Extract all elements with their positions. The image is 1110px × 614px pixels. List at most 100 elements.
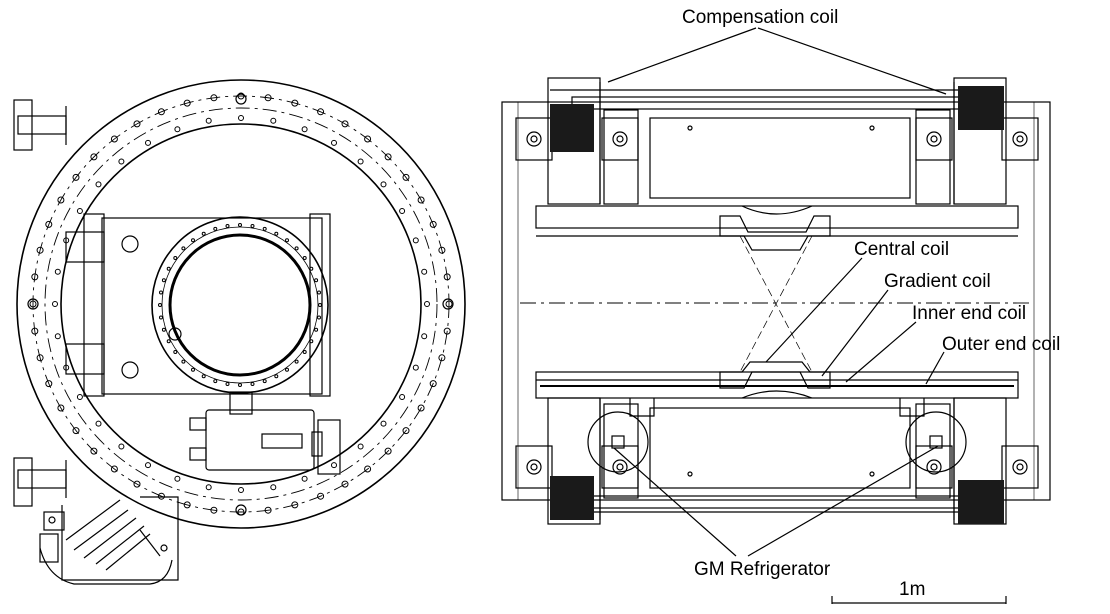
bolt-hole xyxy=(412,237,419,244)
bolt-hole xyxy=(205,484,212,491)
bolt-hole xyxy=(181,359,186,364)
bolt-hole xyxy=(159,315,163,320)
bolt-hole xyxy=(250,382,255,386)
bolt-hole xyxy=(133,120,141,128)
bolt-hole xyxy=(301,126,308,133)
bolt-hole xyxy=(417,196,425,204)
bolt-hole xyxy=(302,256,307,260)
bolt-hole xyxy=(110,465,118,473)
bolt-hole xyxy=(443,327,451,335)
bolt-hole xyxy=(438,246,446,254)
bolt-hole xyxy=(145,139,151,146)
bolt-hole xyxy=(183,99,191,107)
inner-flange xyxy=(60,123,422,485)
bolt-hole xyxy=(274,231,279,236)
bolt-hole xyxy=(90,153,98,161)
leader-lines xyxy=(607,27,947,557)
bolt-hole xyxy=(294,359,299,364)
gm-refrigerator-right xyxy=(905,411,967,473)
outer-flange xyxy=(16,79,466,529)
bolt-hole xyxy=(36,354,44,362)
bore-outer xyxy=(151,216,329,394)
bolt-hole xyxy=(438,354,446,362)
bolt-hole xyxy=(384,153,392,161)
bolt-hole xyxy=(29,300,37,308)
bolt-hole xyxy=(412,364,419,371)
bolt-hole xyxy=(314,327,319,332)
bolt-hole xyxy=(31,327,39,335)
label-gradient-coil: Gradient coil xyxy=(884,271,991,292)
bolt-hole xyxy=(317,108,325,116)
bolt-hole xyxy=(45,380,53,388)
label-central-coil: Central coil xyxy=(854,239,950,260)
bolt-hole xyxy=(95,181,102,188)
bolt-hole xyxy=(264,506,272,514)
bolt-hole xyxy=(262,226,267,231)
bolt-hole xyxy=(57,404,65,412)
bolt-hole xyxy=(166,339,171,344)
bolt-hole xyxy=(331,139,337,146)
bolt-hole xyxy=(57,196,65,204)
bolt-hole xyxy=(364,135,372,143)
bolt-hole xyxy=(301,475,308,482)
bolt-hole xyxy=(72,173,80,181)
bolt-hole xyxy=(76,208,83,214)
bolt-hole xyxy=(205,117,212,124)
coil-windings xyxy=(550,86,1004,524)
bolt-hole xyxy=(238,487,244,493)
bolt-hole xyxy=(294,246,299,251)
label-outer-end-coil: Outer end coil xyxy=(942,334,1061,355)
bolt-hole xyxy=(270,484,277,491)
bolt-hole xyxy=(225,382,230,386)
bolt-hole xyxy=(380,420,387,427)
bolt-hole xyxy=(133,480,141,488)
outer-frame xyxy=(501,101,1051,501)
bolt-hole xyxy=(309,339,314,344)
end-view xyxy=(13,79,466,585)
bore-inner xyxy=(168,233,312,377)
bolt-hole xyxy=(181,246,186,251)
bolt-hole xyxy=(63,237,70,244)
bolt-hole xyxy=(90,447,98,455)
bolt-hole xyxy=(317,492,325,500)
bolt-hole xyxy=(118,158,125,165)
bolt-hole xyxy=(291,501,299,509)
bolt-hole xyxy=(31,273,39,281)
bolt-hole xyxy=(443,273,451,281)
bolt-hole xyxy=(399,208,406,214)
bolt-hole xyxy=(238,223,242,227)
bolt-hole xyxy=(270,117,277,124)
bolt-hole xyxy=(173,256,178,260)
bolt-hole xyxy=(429,380,437,388)
bolt-hole xyxy=(285,367,289,372)
bolt-hole xyxy=(262,379,267,384)
bolt-hole xyxy=(341,480,349,488)
bolt-hole xyxy=(36,246,44,254)
bolt-hole xyxy=(45,220,53,228)
bolt-hole xyxy=(63,364,70,371)
bolt-hole xyxy=(238,383,242,387)
bolt-hole xyxy=(274,374,279,379)
cryostat-top xyxy=(535,205,1019,229)
bolt-hole xyxy=(380,181,387,188)
bolt-hole xyxy=(76,394,83,400)
bolt-hole xyxy=(421,333,428,340)
bolt-hole xyxy=(54,268,61,275)
bolt-hole xyxy=(213,379,218,384)
bolt-hole xyxy=(157,108,165,116)
bolt-hole xyxy=(250,224,255,228)
bolt-hole xyxy=(402,427,410,435)
bolt-hole xyxy=(191,238,195,243)
bolt-hole xyxy=(161,327,166,332)
bolt-hole xyxy=(291,99,299,107)
bolt-hole xyxy=(157,492,165,500)
bolt-hole xyxy=(399,394,406,400)
bolt-hole xyxy=(402,173,410,181)
bolt-hole xyxy=(309,266,314,271)
refrigerator-tank xyxy=(205,409,315,471)
bolt-hole xyxy=(237,92,245,100)
bolt-hole xyxy=(341,120,349,128)
scale-bar xyxy=(831,596,1007,604)
bolt-hole xyxy=(417,404,425,412)
